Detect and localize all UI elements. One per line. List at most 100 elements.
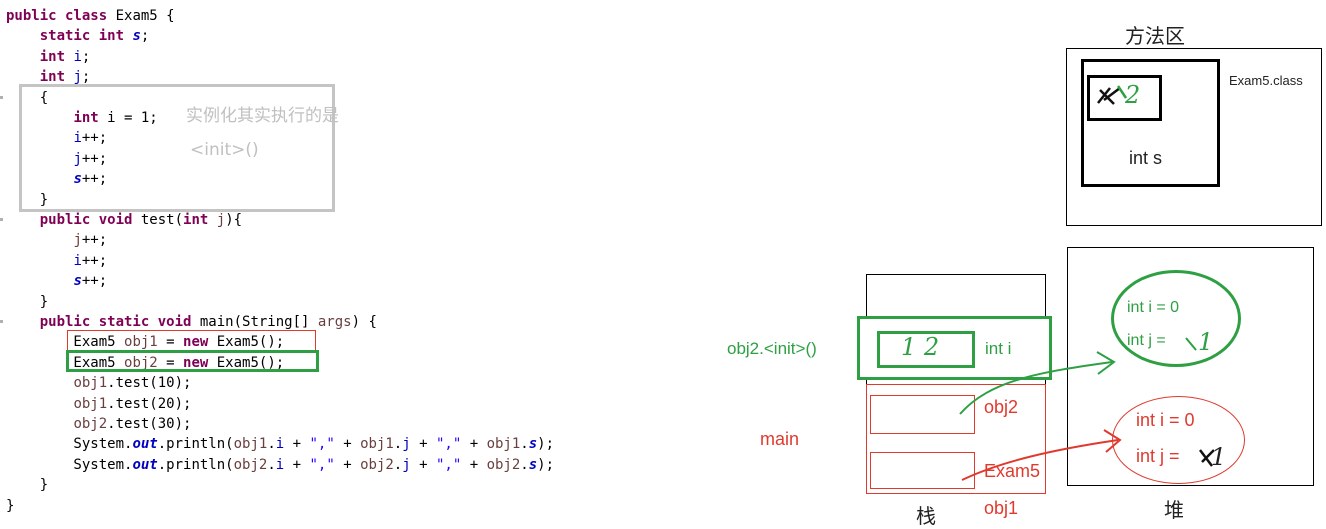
code-token: .test(10); — [107, 375, 192, 392]
code-token: i — [73, 48, 82, 65]
code-token: j — [73, 232, 82, 249]
heap-object1-field-i: int i = 0 — [1136, 410, 1195, 430]
code-line: int i; — [6, 47, 91, 67]
code-token: obj1 — [233, 436, 268, 453]
code-token: test( — [132, 212, 184, 228]
code-token: ++; — [81, 232, 108, 249]
code-token: i — [275, 436, 285, 453]
code-line: { — [6, 88, 48, 108]
obj2-reference-arrowhead — [1096, 351, 1116, 375]
code-token: j — [402, 456, 411, 473]
code-token: + — [334, 436, 361, 453]
code-token: i = 1; — [98, 110, 158, 126]
code-token: } — [6, 497, 15, 514]
code-token: i — [73, 130, 82, 147]
code-token: . — [393, 436, 403, 453]
code-token: Exam5 { — [107, 8, 175, 24]
code-token: public void — [39, 212, 133, 228]
code-line: i++; — [6, 128, 107, 148]
code-token: ); — [537, 456, 555, 473]
code-token: out — [132, 456, 158, 473]
fold-marker — [0, 320, 3, 323]
local-i-handwritten-value: 1 2 — [901, 333, 940, 361]
code-token: s — [73, 171, 82, 188]
heap-object1-field-j: int j = — [1136, 446, 1180, 466]
static-s-handwritten-value: 2 — [1125, 81, 1141, 109]
code-line: obj2.test(30); — [6, 414, 191, 434]
method-area-title: 方法区 — [1125, 24, 1185, 48]
code-token: .println( — [157, 456, 234, 473]
static-s-slot — [1087, 75, 1162, 121]
code-token: + — [461, 456, 487, 473]
code-token: j — [73, 69, 82, 86]
main-frame-box — [866, 384, 1046, 494]
code-token: new — [183, 334, 209, 351]
code-token: + — [284, 436, 310, 453]
code-token: obj2 — [233, 456, 268, 473]
code-token: i — [275, 456, 285, 473]
code-line: obj1.test(10); — [6, 373, 191, 393]
code-token: } — [6, 191, 49, 208]
code-token: int — [39, 48, 66, 65]
code-token: ++; — [81, 171, 108, 188]
main-frame-label: main — [760, 429, 800, 449]
code-token: ){ — [225, 212, 243, 228]
obj1-reference-arrow — [961, 439, 1119, 481]
code-line: public static void main(String[] args) { — [6, 312, 377, 332]
code-token: ++; — [81, 273, 108, 290]
heap-object2-j-scratch-mark — [1185, 337, 1197, 351]
code-line: public void test(int j){ — [6, 210, 242, 230]
code-token: int — [39, 69, 66, 86]
code-token: out — [132, 436, 158, 453]
code-token: s — [132, 28, 141, 45]
code-token: ++; — [81, 252, 108, 269]
heap-object1-j-handwritten-value: 1 — [1211, 443, 1227, 471]
code-token: + — [334, 456, 361, 473]
code-token: Exam5(); — [208, 354, 285, 371]
fold-marker — [0, 218, 3, 221]
heap-object2-field-j: int j = — [1127, 332, 1166, 349]
code-token: + — [284, 456, 310, 473]
code-line: int j; — [6, 67, 91, 87]
heap-object2-field-i: int i = 0 — [1127, 299, 1180, 316]
code-line: System.out.println(obj2.i + "," + obj2.j… — [6, 455, 554, 475]
heap-title: 堆 — [1164, 498, 1184, 522]
code-token: args — [317, 314, 352, 330]
code-token: .println( — [157, 436, 234, 453]
code-token: ; — [140, 28, 150, 45]
code-line: j++; — [6, 230, 107, 250]
obj2-label: obj2 — [984, 397, 1019, 417]
code-token: s — [73, 273, 82, 290]
instance-initializer-highlight — [19, 84, 335, 212]
heap-object2-ellipse — [1111, 270, 1241, 367]
static-s-scratch-mark — [1097, 87, 1121, 105]
code-token: static int — [39, 28, 125, 45]
code-line: s++; — [6, 169, 107, 189]
obj1-reference-arrowhead — [1103, 429, 1122, 453]
code-token: "," — [309, 456, 335, 473]
obj2-slot — [870, 395, 975, 434]
code-token: System. — [6, 456, 133, 473]
obj2-statement-highlight — [66, 350, 319, 372]
code-token: } — [6, 477, 49, 494]
initializer-note-line1: 实例化其实执行的是 — [186, 106, 339, 126]
code-token: public static void — [39, 314, 192, 330]
code-token: "," — [435, 436, 462, 453]
code-line: obj1.test(20); — [6, 394, 191, 414]
code-token: obj2 — [360, 456, 394, 473]
code-token: j — [73, 150, 82, 167]
code-token: obj2 — [486, 456, 521, 473]
code-token: s — [528, 436, 538, 453]
code-line: j++; — [6, 149, 107, 169]
code-line: } — [6, 292, 48, 312]
obj1-slot — [870, 452, 975, 489]
exam5-class-box — [1081, 59, 1220, 187]
code-editor: public class Exam5 { static int s; int i… — [0, 0, 640, 528]
fold-marker — [0, 95, 3, 99]
code-line: } — [6, 190, 48, 210]
code-token: = — [157, 334, 184, 351]
code-token: obj1 — [73, 375, 108, 392]
local-i-label: int i — [985, 339, 1012, 358]
code-token: obj2 — [124, 354, 158, 371]
